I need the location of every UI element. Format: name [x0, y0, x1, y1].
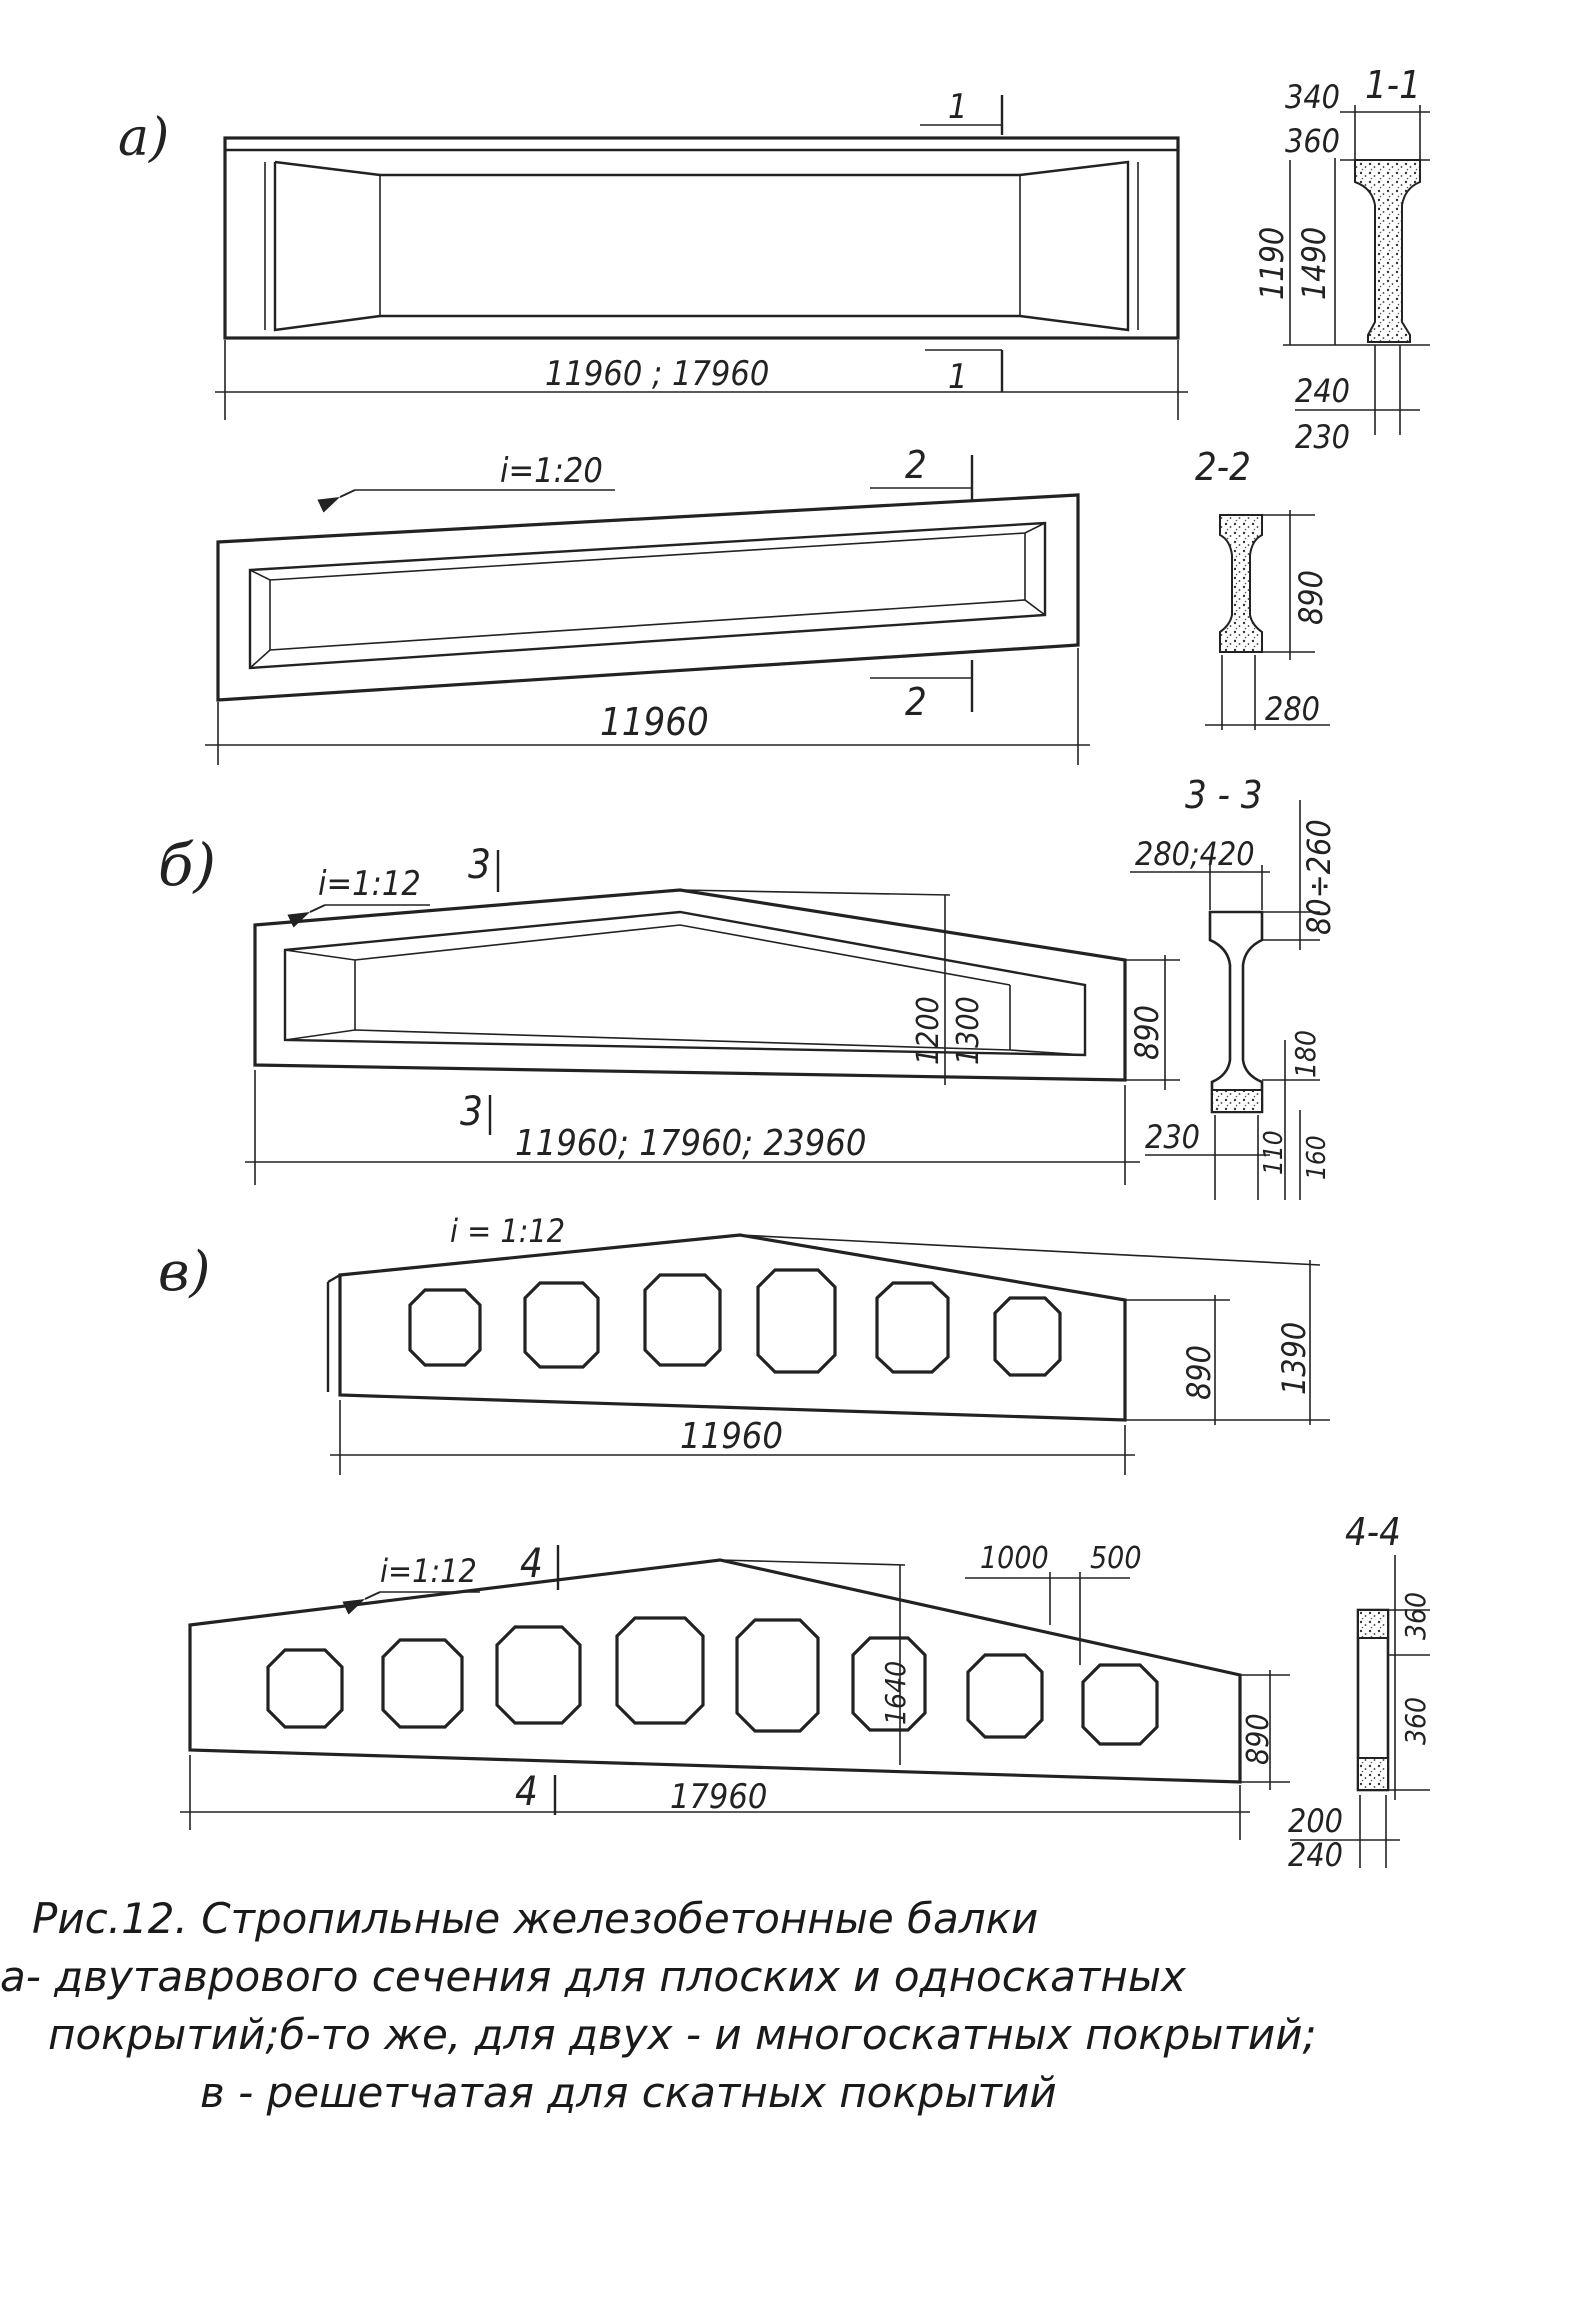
dim-1-1-230: 230 [1295, 418, 1350, 456]
dim-3-3-flange: 80÷260 [1300, 819, 1338, 935]
dim-a2-length: 11960 [600, 700, 709, 744]
dim-b-1300: 1300 [951, 996, 986, 1065]
dim-v2-500: 500 [1090, 1541, 1142, 1576]
beam-a2: i=1:20 11960 2 2 [205, 443, 1090, 765]
dim-1-1-1490: 1490 [1295, 227, 1333, 300]
dim-1-1-340: 340 [1285, 78, 1340, 116]
caption-line-2: а- двутаврового сечения для плоских и од… [0, 1952, 1186, 2001]
cut-mark-2-bottom: 2 [905, 680, 927, 724]
dim-3-3-160: 160 [1302, 1135, 1332, 1180]
dim-1-1-360: 360 [1285, 122, 1340, 160]
dim-2-2-280: 280 [1265, 690, 1320, 728]
slope-b: i=1:12 [318, 864, 421, 904]
dim-v2-length: 17960 [670, 1777, 767, 1817]
label-b: б) [158, 831, 216, 899]
cut-mark-3-top: 3 [468, 842, 491, 888]
beam-v1: в) i = 1:12 890 1390 11960 [158, 1212, 1330, 1475]
caption-line-3: покрытий;б-то же, для двух - и многоскат… [48, 2010, 1317, 2059]
dim-2-2-890: 890 [1292, 570, 1330, 625]
slope-v1: i = 1:12 [450, 1212, 565, 1250]
cut-mark-4-bottom: 4 [515, 1769, 538, 1815]
dim-1-1-1190: 1190 [1253, 227, 1291, 300]
dim-3-3-230: 230 [1145, 1118, 1200, 1156]
cut-mark-4-top: 4 [520, 1541, 543, 1587]
dim-b-length: 11960; 17960; 23960 [515, 1123, 866, 1164]
dim-b-1200: 1200 [911, 996, 946, 1065]
label-v: в) [158, 1240, 211, 1303]
dim-b-890: 890 [1128, 1005, 1166, 1060]
dim-4-4-360-top: 360 [1399, 1592, 1432, 1640]
dim-a1-length: 11960 ; 17960 [545, 354, 769, 394]
cut-mark-1-bottom: 1 [948, 357, 967, 397]
section-3-3: 3 - 3 280;420 80÷260 180 230 110 160 [1130, 773, 1338, 1200]
dim-1-1-240: 240 [1295, 372, 1350, 410]
slope-v2: i=1:12 [380, 1552, 477, 1590]
dim-4-4-200: 200 [1288, 1802, 1343, 1840]
beam-drawings: а) 11960 ; 17960 1 1 1-1 340 360 1190 14… [118, 63, 1432, 1870]
section-4-4-title: 4-4 [1345, 1510, 1401, 1554]
dim-3-3-110: 110 [1259, 1130, 1289, 1175]
caption-line-1: Рис.12. Стропильные железобетонные балки [32, 1894, 1039, 1943]
dim-v1-length: 11960 [680, 1416, 783, 1457]
slope-a2: i=1:20 [500, 451, 603, 491]
beam-v2: i=1:12 4 1000 500 890 4 17960 1640 [180, 1541, 1290, 1840]
dim-v2-1640: 1640 [879, 1661, 912, 1725]
dim-v2-890: 890 [1241, 1713, 1276, 1765]
dim-4-4-240: 240 [1288, 1836, 1343, 1870]
dim-v1-890: 890 [1180, 1345, 1218, 1400]
section-1-1-title: 1-1 [1365, 63, 1421, 107]
section-2-2: 2-2 890 280 [1195, 445, 1330, 730]
dim-3-3-180: 180 [1289, 1030, 1322, 1078]
label-a: а) [118, 108, 169, 168]
dim-v2-1000: 1000 [980, 1541, 1049, 1576]
dim-v1-1390: 1390 [1275, 1322, 1313, 1395]
section-2-2-title: 2-2 [1195, 445, 1251, 489]
cut-mark-1-top: 1 [948, 87, 967, 127]
dim-4-4-360-mid: 360 [1399, 1697, 1432, 1745]
caption-line-4: в - решетчатая для скатных покрытий [200, 2068, 1057, 2117]
cut-mark-2-top: 2 [905, 443, 927, 487]
section-4-4: 4-4 360 360 200 240 [1288, 1510, 1432, 1870]
lattice-openings-v1 [408, 1268, 1062, 1377]
lattice-openings-v2 [266, 1616, 1159, 1746]
beam-a1: а) 11960 ; 17960 1 1 [118, 87, 1188, 420]
section-3-3-title: 3 - 3 [1185, 773, 1263, 817]
dim-3-3-top: 280;420 [1135, 835, 1255, 873]
cut-mark-3-bottom: 3 [460, 1089, 483, 1135]
section-1-1: 1-1 340 360 1190 1490 240 230 [1253, 63, 1430, 456]
beam-b: б) i=1:12 3 1200 1300 890 3 11960; 17960… [158, 831, 1180, 1185]
